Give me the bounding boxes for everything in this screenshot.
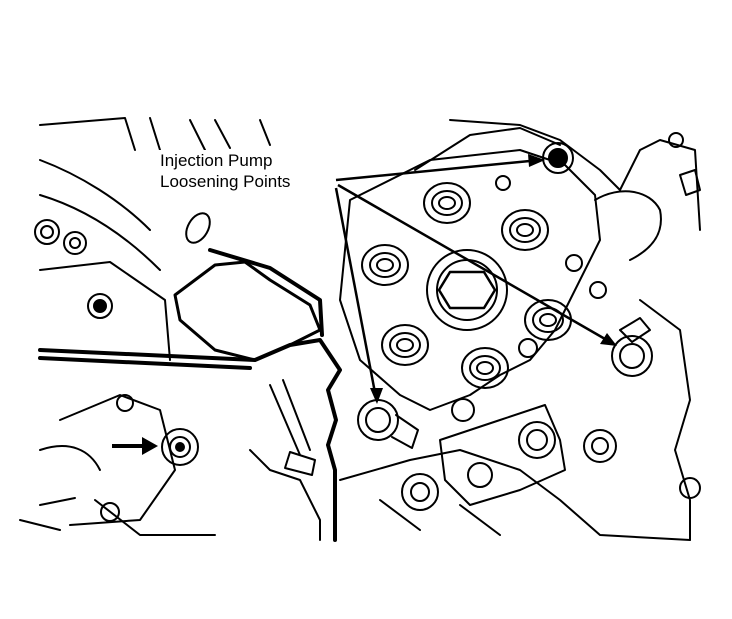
arrow-right-icon <box>112 437 158 455</box>
leader-lines <box>334 158 613 399</box>
callout-line-1: Injection Pump <box>160 151 273 170</box>
engine-casting <box>19 117 701 541</box>
loosening-point-nuts <box>357 142 653 449</box>
left-bolts <box>34 212 316 522</box>
right-nut <box>611 317 653 377</box>
callout-line-2: Loosening Points <box>160 172 291 191</box>
cover-plate <box>38 248 342 542</box>
upper-right-nut <box>542 142 574 174</box>
lower-left-nut <box>357 399 419 449</box>
lower-bracket <box>401 132 701 511</box>
access-panel <box>173 260 322 362</box>
delivery-valves <box>361 175 607 422</box>
leader-arrowheads <box>370 154 617 404</box>
injection-pump-callout: Injection Pump Loosening Points <box>158 150 293 192</box>
